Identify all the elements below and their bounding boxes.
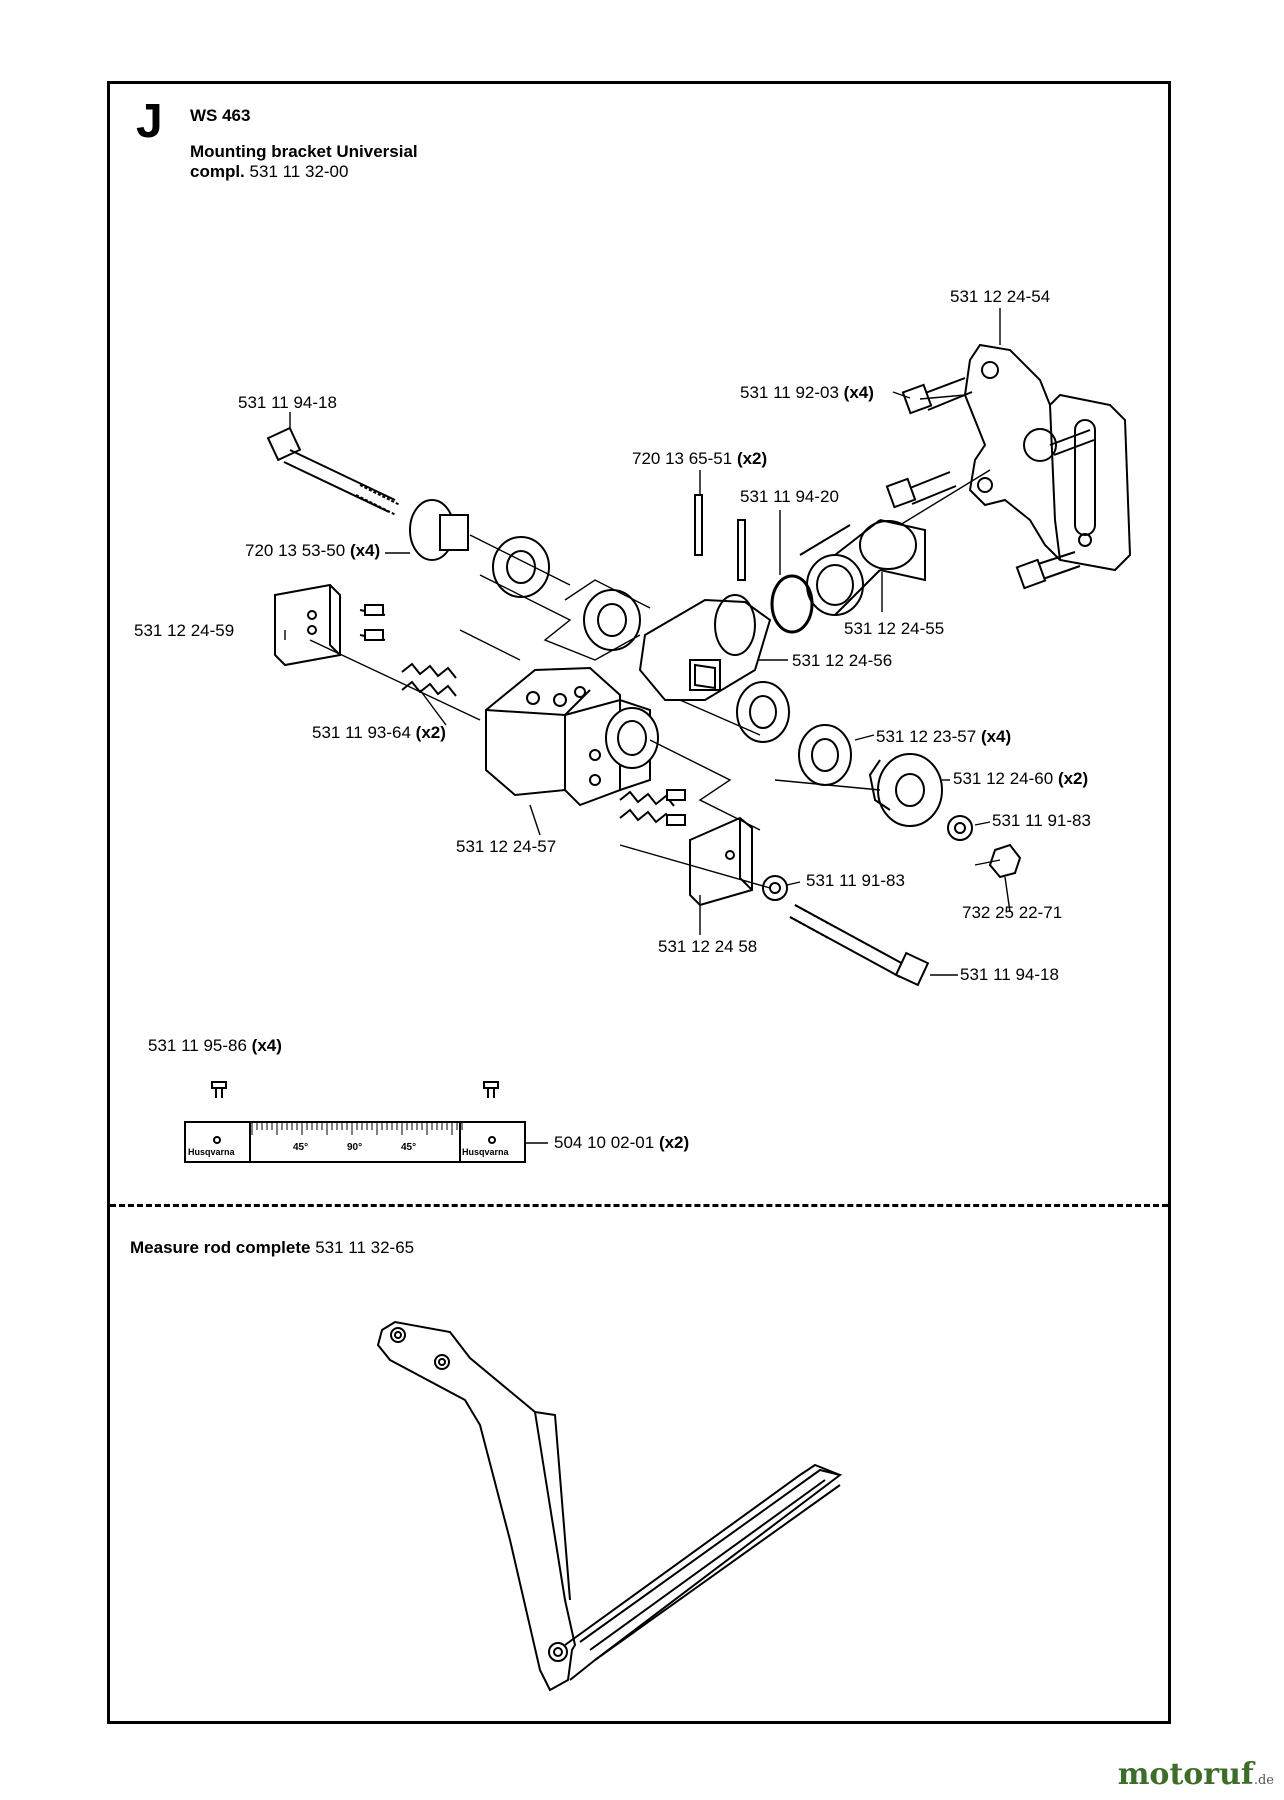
part-label-504-10-02-01: 504 10 02-01 (x2): [554, 1133, 690, 1152]
part-label-531-11-91-83-upper: 531 11 91-83: [992, 811, 1091, 830]
part-label-531-11-93-64: 531 11 93-64 (x2): [312, 723, 446, 742]
main-block: [485, 666, 659, 807]
assembly-compl-label: compl.: [190, 162, 245, 181]
assembly-number: 531 11 32-00: [249, 162, 349, 181]
nut: [988, 843, 1022, 879]
washers: [492, 536, 973, 901]
section-letter: J: [136, 95, 163, 148]
scale-brand-right: Husqvarna: [462, 1147, 509, 1157]
part-label-531-11-94-20: 531 11 94-20: [740, 487, 839, 506]
scale-mark-center: 90°: [347, 1142, 363, 1153]
part-label-531-11-94-18-upper: 531 11 94-18: [238, 393, 337, 412]
measure-rod-name: Measure rod complete: [130, 1238, 311, 1257]
diagram-frame: [107, 81, 1171, 1724]
scale-mark-right: 45°: [401, 1142, 417, 1153]
mounting-plate: [963, 343, 1132, 572]
part-label-531-12-24-60: 531 12 24-60 (x2): [953, 769, 1089, 788]
part-label-531-11-94-18-lower: 531 11 94-18: [960, 965, 1059, 984]
part-label-531-12-24-55: 531 12 24-55: [844, 619, 945, 638]
long-bolt-upper: [266, 426, 469, 561]
scale-brand-left: Husqvarna: [188, 1147, 235, 1157]
part-label-531-11-92-03: 531 11 92-03 (x4): [740, 383, 874, 402]
angle-scale: [184, 1121, 526, 1163]
assembly-title: Mounting bracket Universial: [190, 142, 418, 161]
pad-right: [666, 789, 753, 907]
part-label-531-12-24-59: 531 12 24-59: [134, 621, 235, 640]
assembly-guide-lines: [309, 394, 1001, 889]
knob: [868, 753, 943, 827]
plate-bolts: [885, 377, 1095, 590]
watermark-name: motoruf: [1117, 1757, 1254, 1792]
scale-ticks: [251, 1123, 463, 1135]
part-label-531-12-24-56: 531 12 24-56: [792, 651, 893, 670]
part-label-531-12-24-54: 531 12 24-54: [950, 287, 1051, 306]
part-label-531-11-95-86: 531 11 95-86 (x4): [148, 1036, 282, 1055]
part-label-531-12-24-58: 531 12 24 58: [658, 937, 758, 956]
measure-rod-title: Measure rod complete 531 11 32-65: [130, 1238, 414, 1258]
bearing-housing: [638, 594, 772, 701]
assembly-subtitle: compl. 531 11 32-00: [190, 162, 348, 182]
measure-rod-number: 531 11 32-65: [315, 1238, 415, 1257]
model-name: WS 463: [190, 106, 251, 125]
part-label-720-13-53-50: 720 13 53-50 (x4): [245, 541, 381, 560]
o-ring: [770, 574, 814, 634]
long-bolt-lower: [789, 904, 930, 987]
part-label-531-12-23-57: 531 12 23-57 (x4): [876, 727, 1012, 746]
watermark-logo: motoruf.de: [1118, 1757, 1274, 1792]
part-label-531-11-91-83-lower: 531 11 91-83: [806, 871, 905, 890]
bushing: [799, 519, 926, 616]
part-label-732-25-22-71: 732 25 22-71: [962, 903, 1063, 922]
section-divider: [110, 1204, 1168, 1207]
pins: [694, 494, 746, 581]
part-label-531-12-24-57: 531 12 24-57: [456, 837, 557, 856]
scale-screws: [211, 1081, 499, 1098]
watermark-tld: .de: [1253, 1773, 1274, 1788]
part-label-720-13-65-51: 720 13 65-51 (x2): [632, 449, 768, 468]
measure-rod: [376, 1320, 843, 1692]
scale-mark-left: 45°: [293, 1142, 309, 1153]
pad-left: [274, 583, 386, 667]
